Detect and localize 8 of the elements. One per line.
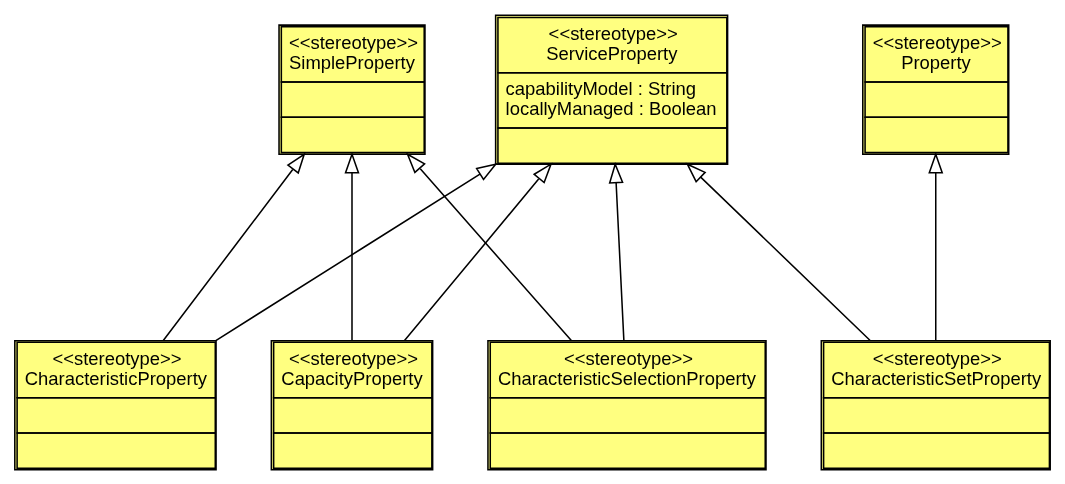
arrow	[344, 151, 360, 341]
arrow	[685, 162, 871, 341]
arrow	[608, 161, 625, 341]
arrow	[406, 152, 573, 341]
arrow	[215, 162, 498, 341]
arrow	[162, 152, 306, 341]
arrow	[928, 151, 944, 341]
arrow	[403, 161, 553, 341]
